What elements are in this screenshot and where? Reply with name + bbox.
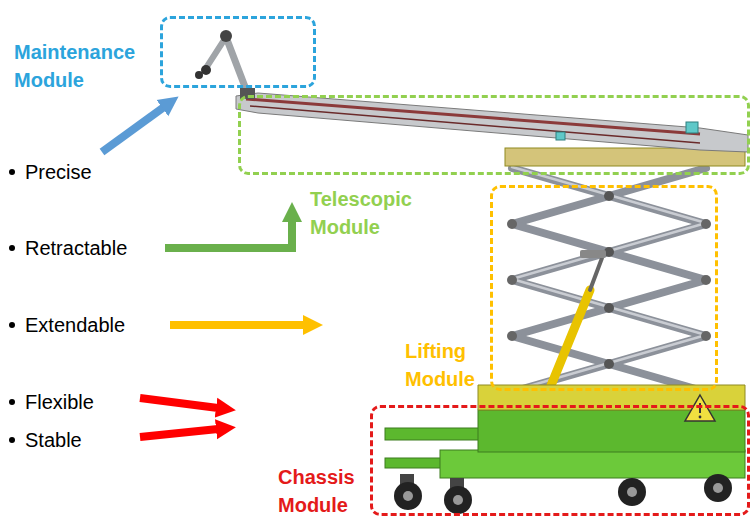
pivot xyxy=(604,303,614,313)
outrigger xyxy=(385,428,485,440)
pivot xyxy=(507,331,517,341)
bullet-dot xyxy=(9,399,15,405)
boom-body xyxy=(236,93,748,152)
lower-frame xyxy=(440,450,745,478)
module-region: Telescopic Module xyxy=(238,95,750,175)
scissor-bar xyxy=(512,336,706,392)
feature-item: Extendable xyxy=(9,313,125,337)
hydraulic-rod xyxy=(590,258,602,290)
arm-link xyxy=(206,37,226,68)
feature-label: Flexible xyxy=(25,390,94,414)
pivot xyxy=(507,219,517,229)
boom-rail xyxy=(250,106,700,143)
feature-label: Retractable xyxy=(25,236,127,260)
wheel xyxy=(394,482,422,510)
wheel-hub xyxy=(453,495,463,505)
boom-rail xyxy=(246,99,700,134)
bullet-dot xyxy=(9,322,15,328)
pointer-arrow xyxy=(170,321,305,329)
handle xyxy=(580,250,606,258)
pointer-arrow xyxy=(140,398,218,408)
arm-link xyxy=(226,37,247,92)
scissor-bar xyxy=(512,336,706,392)
scissor-highlight xyxy=(512,335,706,391)
pointer-arrow xyxy=(165,220,292,248)
wheel xyxy=(618,478,646,506)
warning-sign xyxy=(685,395,715,421)
wheel-hub xyxy=(713,483,723,493)
module-label: Lifting Module xyxy=(405,337,500,393)
pointer-arrow xyxy=(102,107,164,152)
scissor-highlight xyxy=(512,167,706,223)
scissor-bar xyxy=(512,280,706,336)
warning-mark xyxy=(699,416,702,419)
scissor-bar xyxy=(512,224,706,280)
sensor-block xyxy=(686,122,698,133)
feature-label: Extendable xyxy=(25,313,125,337)
scissor-bar xyxy=(512,224,706,280)
pivot xyxy=(701,275,711,285)
pivot xyxy=(604,359,614,369)
scissor-bar xyxy=(512,280,706,336)
pivot xyxy=(604,191,614,201)
scissor-bar xyxy=(512,168,706,224)
bullet-dot xyxy=(9,437,15,443)
hydraulic-cylinder xyxy=(550,290,590,388)
pivot xyxy=(701,331,711,341)
feature-item: Retractable xyxy=(9,236,127,260)
wheel-hub xyxy=(403,491,413,501)
feature-item: Flexible xyxy=(9,390,94,414)
module-region: Chassis Module xyxy=(370,405,750,516)
pivot xyxy=(507,275,517,285)
scissor-bar xyxy=(512,168,706,224)
pointer-arrow xyxy=(140,429,218,437)
bullet-dot xyxy=(9,245,15,251)
telescopic-boom xyxy=(236,93,748,166)
wheel-hub xyxy=(627,487,637,497)
feature-item: Precise xyxy=(9,160,92,184)
sensor-block xyxy=(556,132,565,140)
module-label: Telescopic Module xyxy=(310,185,430,241)
pivot xyxy=(701,219,711,229)
module-region: Maintenance Module xyxy=(160,16,316,88)
module-region: Lifting Module xyxy=(490,185,718,391)
wheel xyxy=(704,474,732,502)
pointer-arrows xyxy=(102,107,305,437)
scissor-highlight xyxy=(512,223,706,279)
wheel xyxy=(444,486,472,514)
robot-arm xyxy=(195,30,255,99)
feature-label: Stable xyxy=(25,428,82,452)
arm-joint xyxy=(220,30,232,42)
module-label: Maintenance Module xyxy=(14,38,154,94)
feature-item: Stable xyxy=(9,428,82,452)
feature-label: Precise xyxy=(25,160,92,184)
bullet-dot xyxy=(9,169,15,175)
scissor-lift xyxy=(507,167,711,392)
scissor-highlight xyxy=(512,279,706,335)
module-label: Chassis Module xyxy=(278,463,373,519)
arm-joint xyxy=(195,71,203,79)
